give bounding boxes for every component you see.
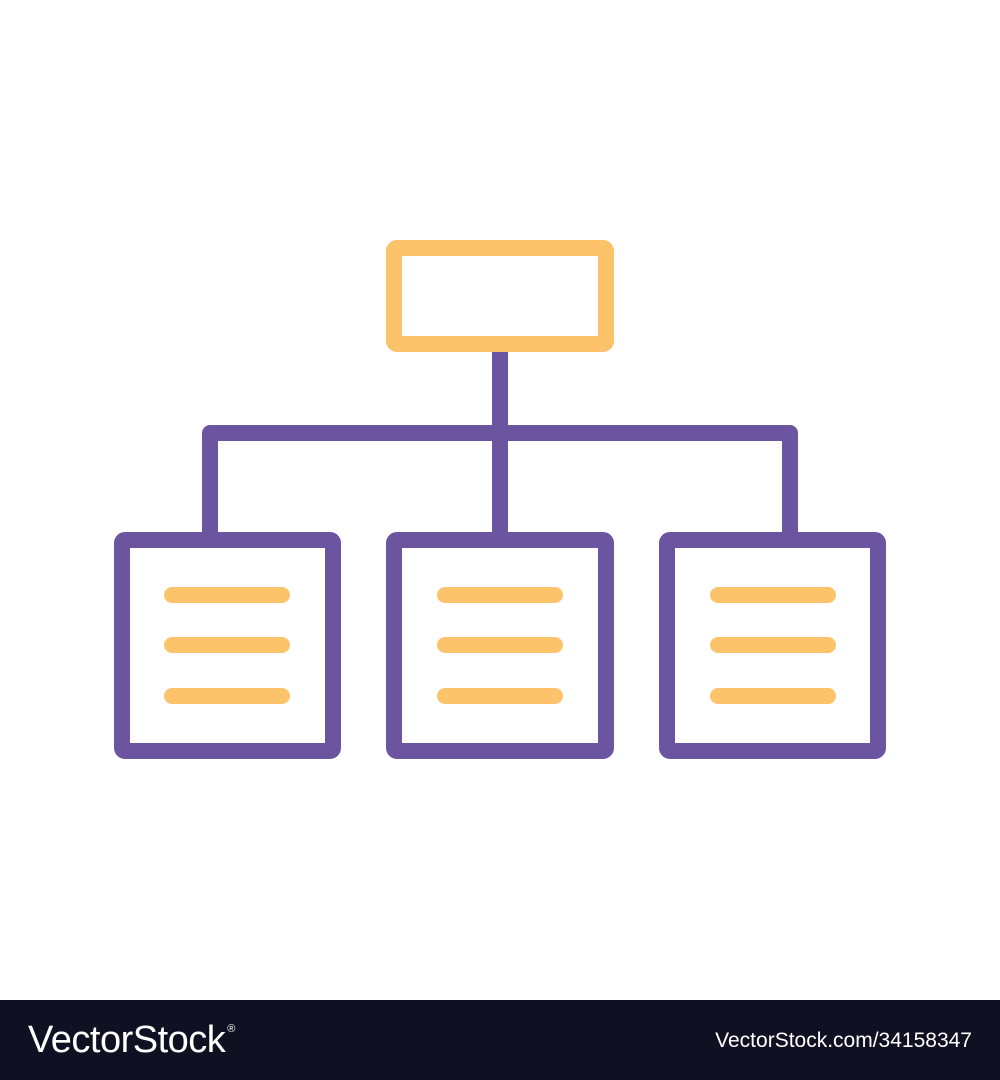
document-lines-icon [437, 587, 563, 704]
document-lines-icon [164, 587, 290, 704]
illustration-canvas [114, 240, 886, 759]
brand-name: VectorStock [28, 1019, 226, 1061]
root-node-box [386, 240, 614, 352]
child-node-right [659, 532, 886, 759]
document-lines-icon [710, 587, 836, 704]
hierarchy-structure-icon [114, 240, 886, 759]
child-node-center [386, 532, 614, 759]
registered-mark: ® [227, 1023, 235, 1035]
connector-lines [202, 345, 798, 540]
footer-bar: VectorStock® VectorStock.com/34158347 [0, 1000, 1000, 1080]
child-node-left [114, 532, 341, 759]
image-reference: VectorStock.com/34158347 [715, 1029, 972, 1052]
brand-logo[interactable]: VectorStock® [28, 1018, 235, 1062]
